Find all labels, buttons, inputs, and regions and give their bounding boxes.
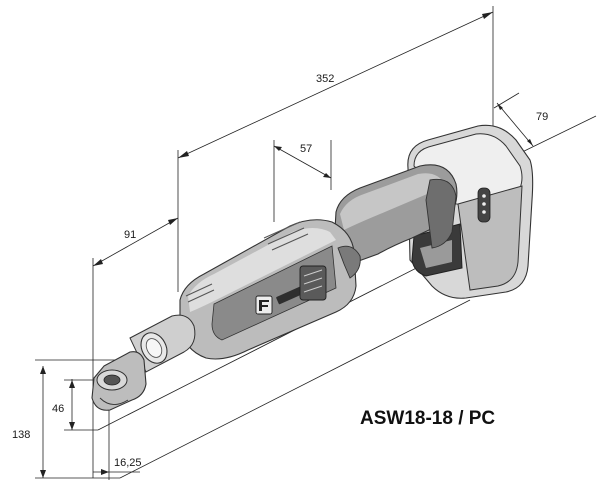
dim-head-offset: 16,25 [114, 457, 142, 469]
dim-total-height: 138 [12, 429, 30, 441]
direction-switch [299, 265, 327, 301]
model-label: ASW18-18 / PC [360, 408, 495, 429]
dim-head-to-body: 91 [124, 229, 136, 241]
dimension-arrows [40, 12, 533, 478]
tool-body [179, 219, 361, 360]
tool-handle [333, 164, 458, 263]
chuck-icon [103, 374, 121, 386]
angle-head [91, 314, 196, 411]
dim-overall-length: 352 [316, 73, 334, 85]
dim-battery-width: 79 [536, 111, 548, 123]
dim-head-width: 46 [52, 403, 64, 415]
dim-grip-offset: 57 [300, 143, 312, 155]
